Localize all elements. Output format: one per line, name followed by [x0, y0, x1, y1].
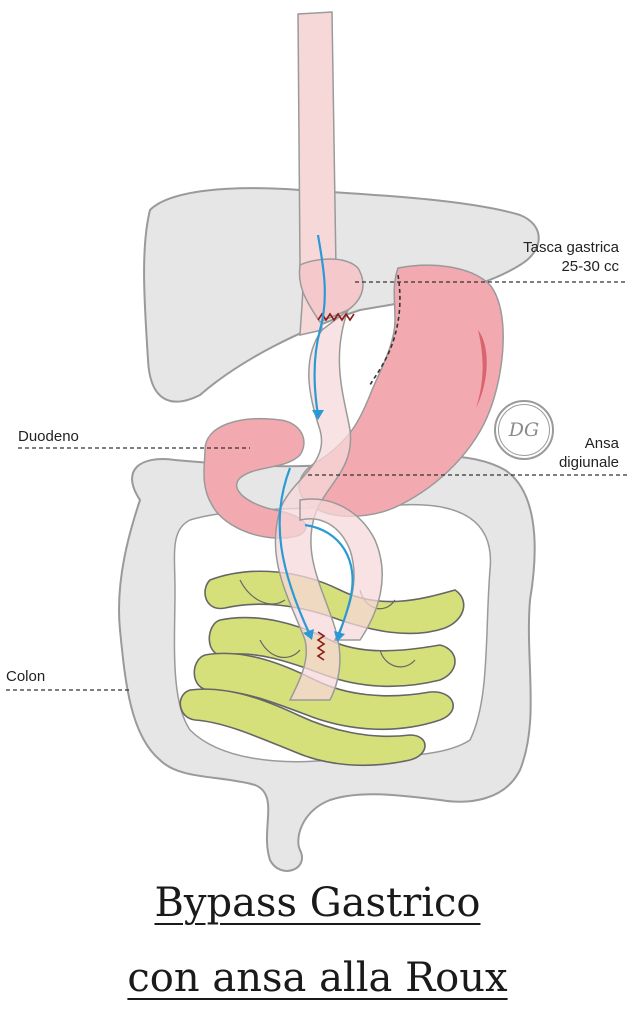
leader-lines [6, 281, 628, 691]
dg-logo-text: DG [498, 404, 550, 456]
stomach-shade [476, 330, 487, 408]
label-pouch-line1: Tasca gastrica [523, 239, 619, 256]
label-pouch-line2: 25-30 cc [561, 258, 619, 275]
title-line1: Bypass Gastrico [0, 880, 635, 926]
label-jejunal-loop-line2: digiunale [558, 454, 619, 471]
flow-arrows [278, 234, 354, 639]
jejunal-staple-zigzag [316, 631, 326, 661]
stomach-staple-line [369, 274, 401, 386]
arrow-heads [303, 410, 345, 642]
gastric-pouch [298, 258, 364, 323]
title-line2: con ansa alla Roux [0, 955, 635, 1001]
label-duodenum: Duodeno [18, 428, 79, 445]
arrow-bilio [304, 523, 354, 639]
arrow-roux [278, 467, 311, 636]
biliopancreatic-limb [299, 498, 383, 641]
title-line1-text: Bypass Gastrico [154, 880, 481, 926]
label-colon: Colon [6, 668, 46, 685]
dg-logo-badge: DG [494, 400, 554, 460]
arrow-esophagus [313, 234, 326, 416]
label-jejunal-loop-line1: Ansa [584, 435, 619, 452]
title-line2-text: con ansa alla Roux [127, 955, 508, 1001]
